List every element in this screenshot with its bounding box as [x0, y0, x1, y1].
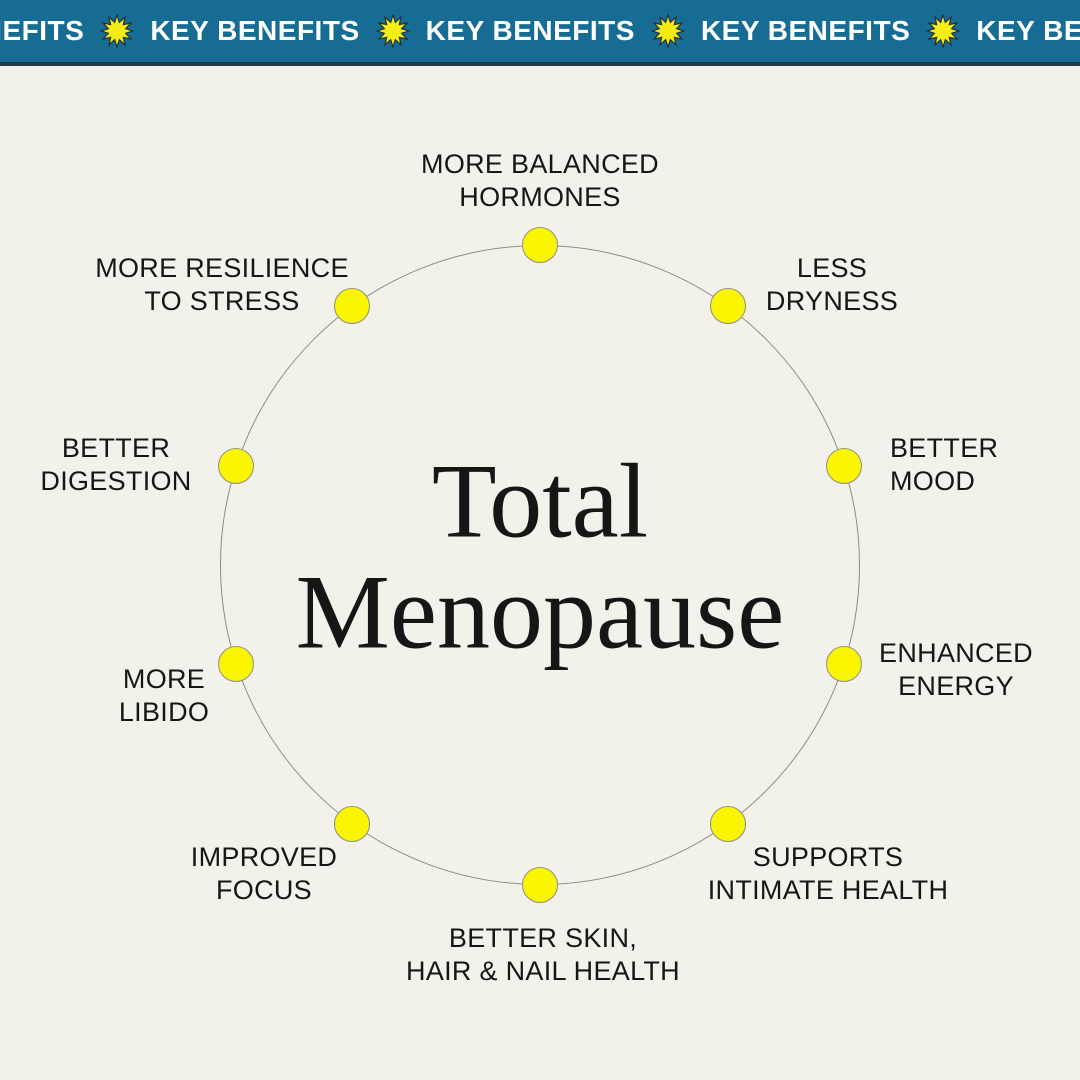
benefit-dot-better-mood: [826, 448, 862, 484]
starburst-icon: [926, 14, 961, 48]
benefit-label-line: BETTER SKIN,: [448, 923, 638, 954]
benefit-label-line: BETTER: [890, 433, 999, 464]
benefit-label-line: MOOD: [890, 466, 976, 496]
key-benefits-banner: KEY BENEFITS KEY BENEFITS KEY BENEFITS KEY …: [0, 0, 1080, 66]
benefit-label-line: SUPPORTS: [752, 842, 904, 873]
benefit-dot-less-dryness: [710, 288, 746, 324]
benefit-dot-better-skin-hair-nail-health: [522, 867, 558, 903]
benefit-label-line: ENERGY: [898, 671, 1014, 701]
benefit-label-line: MORE: [122, 664, 206, 695]
benefit-label-line: LIBIDO: [118, 697, 210, 727]
banner-label: KEY BENEFITS: [0, 15, 85, 46]
benefit-dot-enhanced-energy: [826, 646, 862, 682]
banner-label: KEY BENEFITS: [150, 15, 360, 46]
benefit-dot-improved-focus: [334, 806, 370, 842]
benefit-label-line: MORE RESILIENCE: [95, 253, 349, 284]
benefit-label-line: ENHANCED: [879, 638, 1033, 669]
benefit-label-line: BETTER: [61, 433, 171, 464]
title-line-2: Menopause: [295, 554, 785, 671]
benefit-label-line: LESS: [796, 253, 868, 284]
benefit-dot-more-balanced-hormones: [522, 227, 558, 263]
benefit-label-line: HORMONES: [459, 182, 621, 212]
title-line-1: Total: [431, 442, 649, 560]
starburst-icon: [650, 14, 685, 48]
benefit-dot-supports-intimate-health: [710, 806, 746, 842]
benefit-label-line: DRYNESS: [765, 286, 899, 316]
banner-strip: KEY BENEFITS KEY BENEFITS KEY BENEFITS KEY …: [0, 14, 1080, 48]
product-title: Total Menopause: [295, 442, 785, 671]
starburst-icon: [100, 14, 135, 48]
starburst-icon: [375, 14, 410, 48]
banner-label: KEY BENEFITS: [425, 15, 635, 46]
benefit-label-line: INTIMATE HEALTH: [707, 875, 949, 905]
benefit-label-better-skin-hair-nail-health: BETTER SKIN,HAIR & NAIL HEALTH: [406, 922, 680, 988]
benefit-label-line: HAIR & NAIL HEALTH: [406, 956, 680, 986]
banner-label: KEY BENEFITS: [700, 15, 911, 46]
benefit-label-line: FOCUS: [215, 875, 312, 905]
benefit-dot-more-resilience-to-stress: [334, 288, 370, 324]
benefit-label-line: IMPROVED: [190, 842, 338, 873]
banner-label: KEY BENEFITS: [976, 15, 1080, 46]
benefit-label-line: DIGESTION: [40, 466, 192, 496]
benefit-label-line: MORE BALANCED: [421, 149, 659, 180]
benefit-dot-more-libido: [218, 646, 254, 682]
benefit-label-line: TO STRESS: [144, 286, 300, 316]
benefit-dot-better-digestion: [218, 448, 254, 484]
